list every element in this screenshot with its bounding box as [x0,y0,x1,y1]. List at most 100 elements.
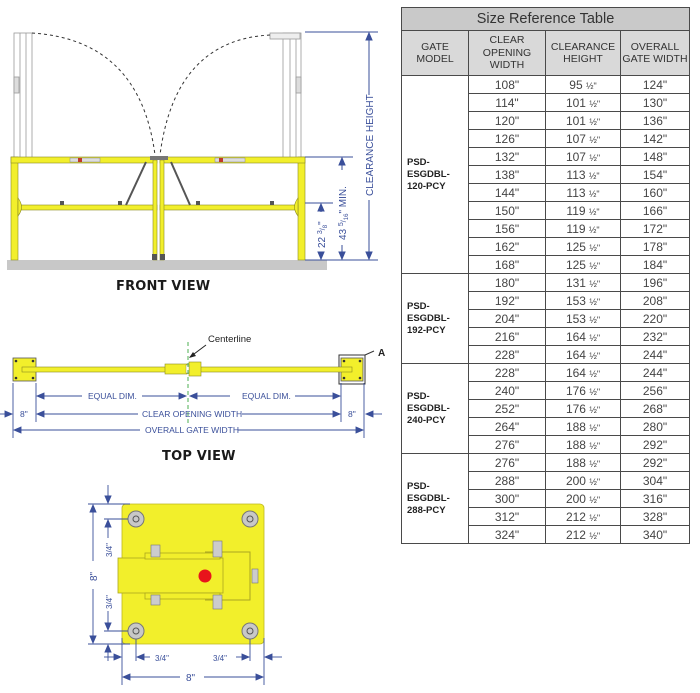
overall-gate-width-cell: 172" [620,219,690,238]
detail-edge-right-label: 3/4" [213,654,227,663]
gate-model-cell: PSD-ESGDBL-120-PCY [401,75,469,274]
detail-a-base-plate: 8" 3/4" 3/4" 3/4" 3/4" 8" [88,485,282,685]
clearance-height-cell: 101 ½" [545,93,621,112]
clear-opening-width-cell: 168" [468,255,546,274]
overall-gate-width-cell: 148" [620,147,690,166]
clear-opening-width-cell: 138" [468,165,546,184]
centerline-label: Centerline [208,334,251,345]
anchor-bolts [127,510,259,640]
overall-gate-width-cell: 304" [620,471,690,490]
open-arm-right [269,32,302,159]
clear-opening-width-cell: 276" [468,453,546,472]
clearance-height-cell: 153 ½" [545,309,621,328]
overall-gate-width-cell: 256" [620,381,690,400]
overall-gate-width-cell: 280" [620,417,690,436]
overall-gate-width-cell: 340" [620,525,690,544]
plate-right-width-label: 8" [348,409,356,419]
clearance-height-label: CLEARANCE HEIGHT [365,94,376,196]
left-post [10,156,19,261]
detail-edge-bottom-label: 3/4" [105,595,114,609]
overall-gate-width-cell: 184" [620,255,690,274]
gate-model-cell: PSD-ESGDBL-240-PCY [401,363,469,454]
clear-opening-width-cell: 228" [468,345,546,364]
clear-opening-width-cell: 126" [468,129,546,148]
clear-opening-width-cell: 192" [468,291,546,310]
overall-gate-width-cell: 124" [620,75,690,94]
overall-gate-width-cell: 130" [620,93,690,112]
clearance-height-cell: 212 ½" [545,507,621,526]
clearance-height-cell: 119 ½" [545,201,621,220]
table-row: 240"176 ½"256" [402,381,690,400]
clear-opening-width-cell: 108" [468,75,546,94]
table-row: 288"200 ½"304" [402,471,690,490]
dimension-lines [305,31,378,261]
clearance-height-cell: 188 ½" [545,417,621,436]
overall-gate-width-cell: 244" [620,363,690,382]
clear-opening-width-cell: 288" [468,471,546,490]
overall-gate-width-cell: 208" [620,291,690,310]
table-title: Size Reference Table [401,7,690,31]
clear-opening-width-cell: 132" [468,147,546,166]
overall-gate-width-cell: 328" [620,507,690,526]
overall-gate-width-cell: 292" [620,435,690,454]
overall-gate-width-cell: 136" [620,111,690,130]
overall-gate-width-cell: 160" [620,183,690,202]
clear-opening-width-cell: 150" [468,201,546,220]
table-row: 216"164 ½"232" [402,327,690,346]
brace-left [125,161,147,206]
overall-gate-width-label: OVERALL GATE WIDTH [145,425,239,435]
clear-opening-width-cell: 120" [468,111,546,130]
clearance-height-cell: 101 ½" [545,111,621,130]
center-post-left [152,159,158,261]
mid-rail-left [17,204,158,211]
clearance-height-cell: 164 ½" [545,327,621,346]
clearance-height-cell: 212 ½" [545,525,621,544]
clearance-height-cell: 131 ½" [545,273,621,292]
table-row: 228"164 ½"244" [402,345,690,364]
detail-height-label: 8" [89,571,100,581]
clear-opening-width-label: CLEAR OPENING WIDTH [142,409,242,419]
floor [7,260,327,270]
right-post [297,156,306,261]
table-row: 138"113 ½"154" [402,165,690,184]
overall-gate-width-cell: 142" [620,129,690,148]
brace-right [170,161,191,206]
open-arm-left [13,32,33,159]
clearance-height-cell: 153 ½" [545,291,621,310]
gate-diagrams: CLEARANCE HEIGHT 43 5/16" MIN. 22 3/8" F… [0,31,385,685]
clear-opening-width-cell: 228" [468,363,546,382]
overall-gate-width-cell: 232" [620,327,690,346]
front-view-drawing: CLEARANCE HEIGHT 43 5/16" MIN. 22 3/8" [7,31,378,270]
overall-gate-width-cell: 316" [620,489,690,508]
clear-opening-width-cell: 156" [468,219,546,238]
center-post-right [159,159,165,261]
table-row: 252"176 ½"268" [402,399,690,418]
swing-arc-right [159,34,271,156]
clearance-height-cell: 188 ½" [545,453,621,472]
clearance-height-cell: 200 ½" [545,471,621,490]
clear-opening-width-cell: 312" [468,507,546,526]
clearance-height-cell: 95 ½" [545,75,621,94]
table-row: 324"212 ½"340" [402,525,690,544]
detail-edge-top-label: 3/4" [105,543,114,557]
top-view-label: TOP VIEW [162,449,236,464]
equal-dim-right-label: EQUAL DIM. [242,391,291,401]
callout-a-label: A [378,348,385,359]
clear-opening-width-cell: 276" [468,435,546,454]
clear-opening-width-cell: 144" [468,183,546,202]
overall-gate-width-cell: 154" [620,165,690,184]
detail-edge-left-label: 3/4" [155,654,169,663]
clearance-height-cell: 107 ½" [545,129,621,148]
clear-opening-width-cell: 252" [468,399,546,418]
clearance-height-cell: 125 ½" [545,237,621,256]
clear-opening-width-cell: 162" [468,237,546,256]
plate-left-width-label: 8" [20,409,28,419]
overall-gate-width-cell: 292" [620,453,690,472]
clearance-height-cell: 200 ½" [545,489,621,508]
